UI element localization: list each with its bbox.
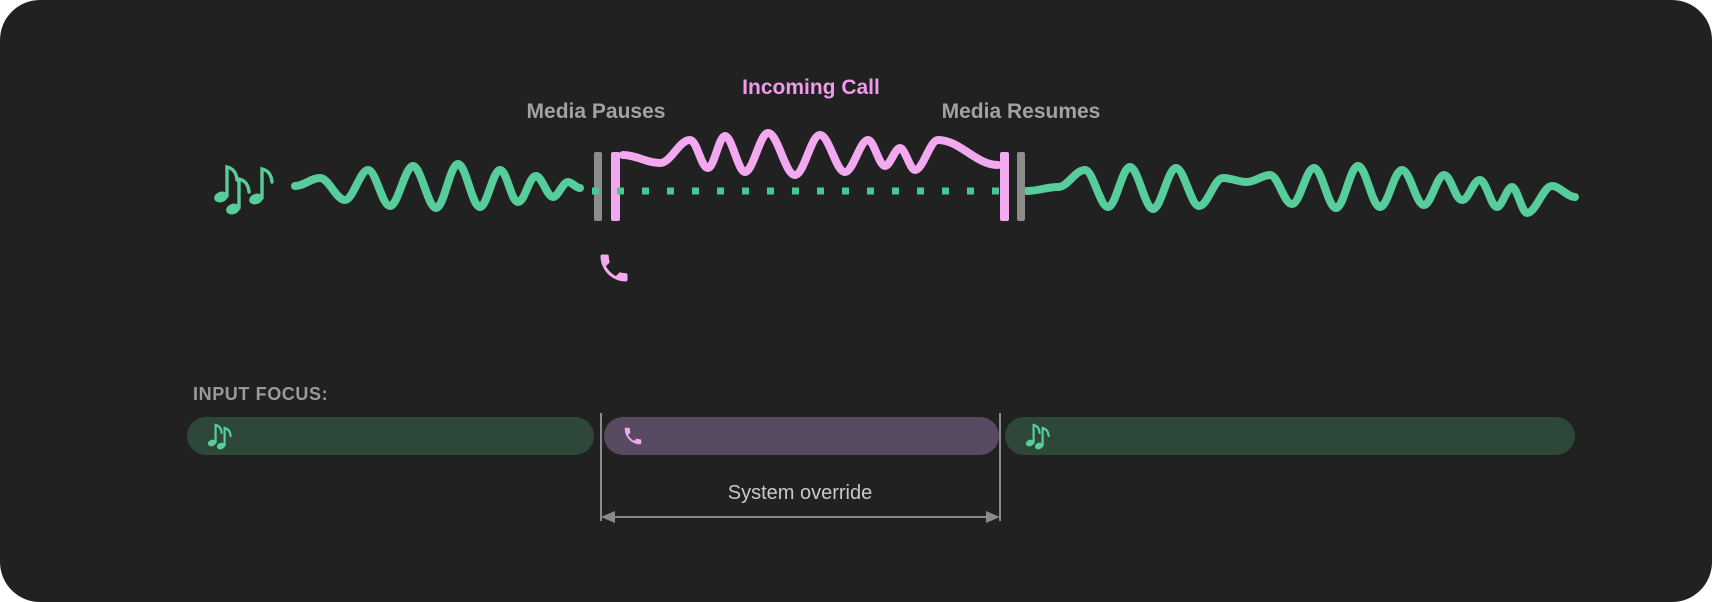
override-boundary-right [999,413,1001,521]
arrowhead-right-icon [986,511,1000,523]
override-boundary-left [600,413,602,521]
pause-marker-pink-bar [611,152,620,221]
input-focus-label: INPUT FOCUS: [193,384,329,404]
focus-segment-media-after [1005,417,1575,455]
music-notes-icon [1025,423,1050,450]
phone-icon [624,427,642,445]
media-resumes-label: Media Resumes [941,100,1101,123]
resume-marker-pink-bar [1000,152,1009,221]
system-override-arrow [601,511,1000,523]
pause-marker-gray-bar [594,152,602,221]
media-waveform-before [291,159,584,213]
focus-segment-call [604,417,999,455]
music-notes-icon [207,423,232,450]
incoming-call-label: Incoming Call [742,76,880,99]
phone-icon [600,254,628,282]
music-notes-icon [214,164,274,215]
media-pauses-label: Media Pauses [526,100,666,123]
resume-marker-gray-bar [1017,152,1025,221]
arrowhead-left-icon [601,511,615,523]
system-override-label: System override [727,482,873,504]
focus-segment-media-before [187,417,594,455]
call-waveform [619,128,1002,180]
media-waveform-after [1023,161,1579,218]
